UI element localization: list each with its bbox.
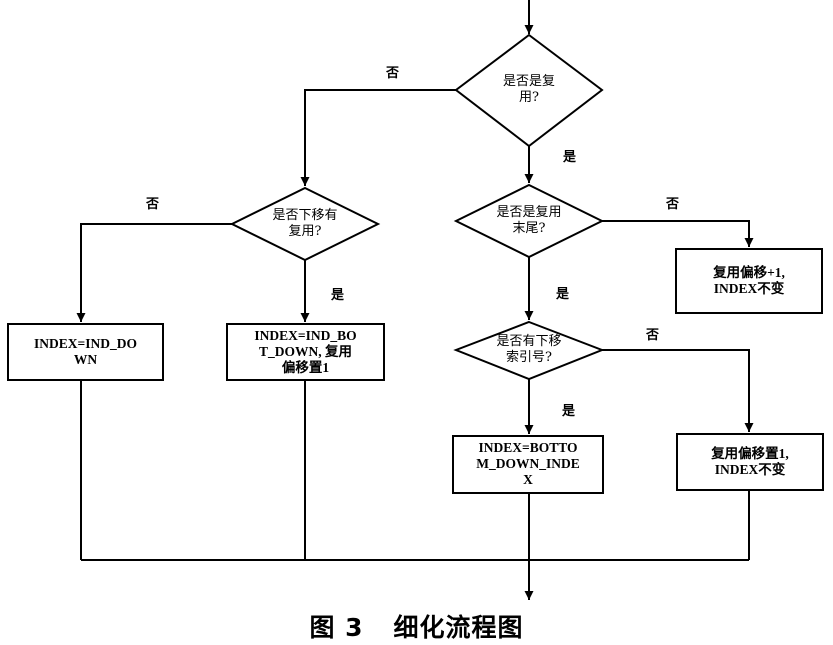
d4-yes-label: 是 — [562, 404, 576, 419]
process-p4-shape — [452, 435, 604, 494]
figure-title: 细化流程图 — [393, 613, 524, 642]
process-p3-shape — [675, 248, 823, 314]
d1-yes-label: 是 — [563, 150, 577, 165]
d4-no-line — [602, 349, 754, 432]
decision-d3-label: 是否是复用 末尾? — [496, 205, 562, 236]
d3-no-line — [602, 220, 754, 247]
process-p1-shape — [7, 323, 164, 381]
d1-no-line — [300, 89, 456, 186]
process-p2-label: INDEX=IND_BO T_DOWN, 复用 偏移置1 — [254, 328, 357, 375]
d1-no-label: 否 — [386, 66, 400, 81]
figure-number: 图 3 — [309, 613, 364, 642]
process-p5-label: 复用偏移置1, INDEX不变 — [711, 446, 789, 477]
process-p2-shape — [226, 323, 385, 381]
decision-d1-label: 是否是复 用? — [502, 74, 555, 105]
d4-no-label: 否 — [646, 328, 660, 343]
process-p3-label: 复用偏移+1, INDEX不变 — [713, 265, 785, 296]
d3-no-label: 否 — [666, 197, 680, 212]
decision-d4-label: 是否有下移 索引号? — [496, 334, 562, 365]
d3-yes-label: 是 — [556, 287, 570, 302]
process-p5-shape — [676, 433, 824, 491]
process-p1-label: INDEX=IND_DO WN — [34, 336, 137, 367]
figure-caption: 图 3 细化流程图 — [0, 608, 833, 644]
decision-d2-label: 是否下移有 复用? — [272, 208, 338, 239]
process-p4-label: INDEX=BOTTO M_DOWN_INDE X — [476, 440, 580, 487]
d2-yes-label: 是 — [331, 288, 345, 303]
d2-no-line — [76, 223, 232, 322]
d2-no-label: 否 — [146, 197, 160, 212]
